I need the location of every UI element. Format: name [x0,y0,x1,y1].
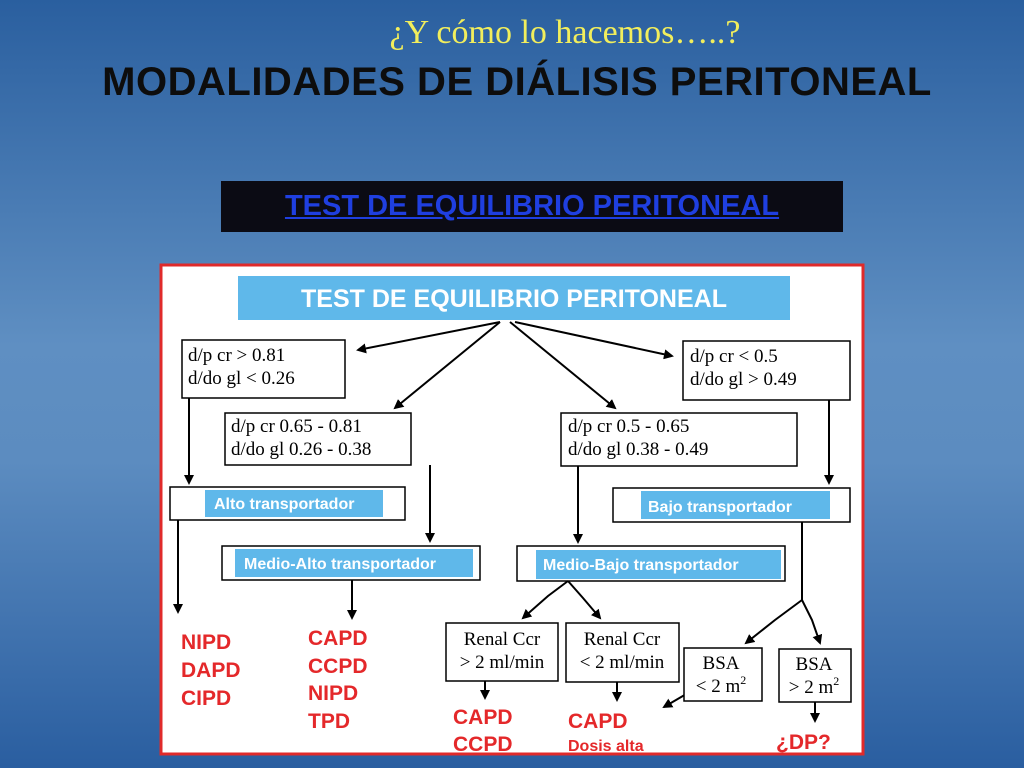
arrow-low-to-bsa-high [801,599,823,645]
arrow-low-to-bsa-low [744,599,803,645]
renal-high-line1: Renal Ccr [464,629,541,650]
modality-renal-low-2: Dosis alta [568,738,644,755]
criteria-high-line2: d/do gl < 0.26 [188,368,295,389]
criteria-box-high [181,339,346,399]
bsa-high-line1: BSA [796,654,833,675]
test-heading: TEST DE EQUILIBRIO PERITONEAL [221,181,843,232]
modality-high-2: DAPD [181,659,241,682]
renal-high-line2: > 2 ml/min [460,652,545,673]
criteria-box-midlow [560,412,798,467]
modality-bsa-high-1: ¿DP? [776,731,831,754]
modality-midhigh-1: CAPD [308,627,368,650]
criteria-low-line1: d/p cr < 0.5 [690,346,778,367]
arrow-root-high [356,321,501,354]
criteria-high-line1: d/p cr > 0.81 [188,345,285,366]
renal-low-line2: < 2 ml/min [580,652,665,673]
modality-midhigh-2: CCPD [308,655,368,678]
criteria-box-midhigh [224,412,412,466]
transporter-high-label: Alto transportador [214,496,354,513]
renal-low-line1: Renal Ccr [584,629,661,650]
bsa-low-line2: < 2 m2 [696,673,747,697]
modality-high-1: NIPD [181,631,231,654]
renal-high-box [445,622,559,682]
modality-midhigh-4: TPD [308,710,350,733]
modality-renal-low-1: CAPD [568,710,628,733]
criteria-midhigh-line2: d/do gl 0.26 - 0.38 [231,439,371,460]
renal-low-box [565,622,680,683]
bsa-low-box [683,647,763,702]
arrow-midlow-to-renal-high [521,580,569,620]
criteria-midlow-line1: d/p cr 0.5 - 0.65 [568,416,689,437]
criteria-midlow-line2: d/do gl 0.38 - 0.49 [568,439,708,460]
root-label: TEST DE EQUILIBRIO PERITONEAL [301,285,727,313]
modality-renal-high-2: CCPD [453,733,513,756]
transporter-midhigh-label: Medio-Alto transportador [244,556,436,573]
modality-high-3: CIPD [181,687,231,710]
modality-renal-high-1: CAPD [453,706,513,729]
page-title: MODALIDADES DE DIÁLISIS PERITONEAL [102,60,932,104]
root-box [238,276,790,320]
arrow-root-midlow [509,321,617,410]
transporter-midlow-label: Medio-Bajo transportador [543,557,739,574]
criteria-low-line2: d/do gl > 0.49 [690,369,797,390]
transporter-low-label: Bajo transportador [648,499,792,516]
bsa-high-box [778,648,852,703]
criteria-midhigh-line1: d/p cr 0.65 - 0.81 [231,416,362,437]
subtitle: ¿Y cómo lo hacemos…..? [389,14,741,51]
bsa-high-line2: > 2 m2 [789,674,840,698]
arrow-root-low [514,321,674,360]
arrow-root-midhigh [393,321,501,410]
bsa-low-line1: BSA [703,653,740,674]
arrow-midlow-to-renal-low [567,580,602,620]
criteria-box-low [682,340,851,401]
modality-midhigh-3: NIPD [308,682,358,705]
